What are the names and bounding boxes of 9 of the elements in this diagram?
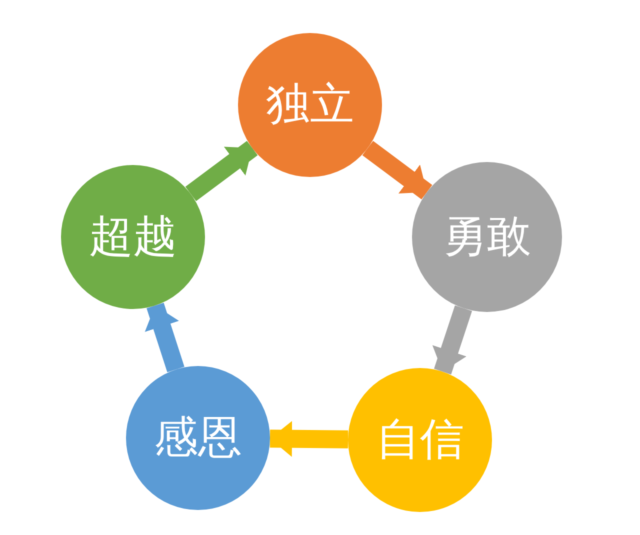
node-label: 超越 (89, 215, 177, 259)
block-arrow (270, 420, 348, 457)
node-label: 感恩 (154, 416, 242, 460)
block-arrow (362, 140, 432, 200)
node-label: 勇敢 (443, 215, 531, 259)
node-label: 独立 (266, 83, 354, 127)
node-label: 自信 (376, 418, 464, 462)
block-arrow (144, 302, 184, 372)
block-arrow (432, 305, 472, 374)
